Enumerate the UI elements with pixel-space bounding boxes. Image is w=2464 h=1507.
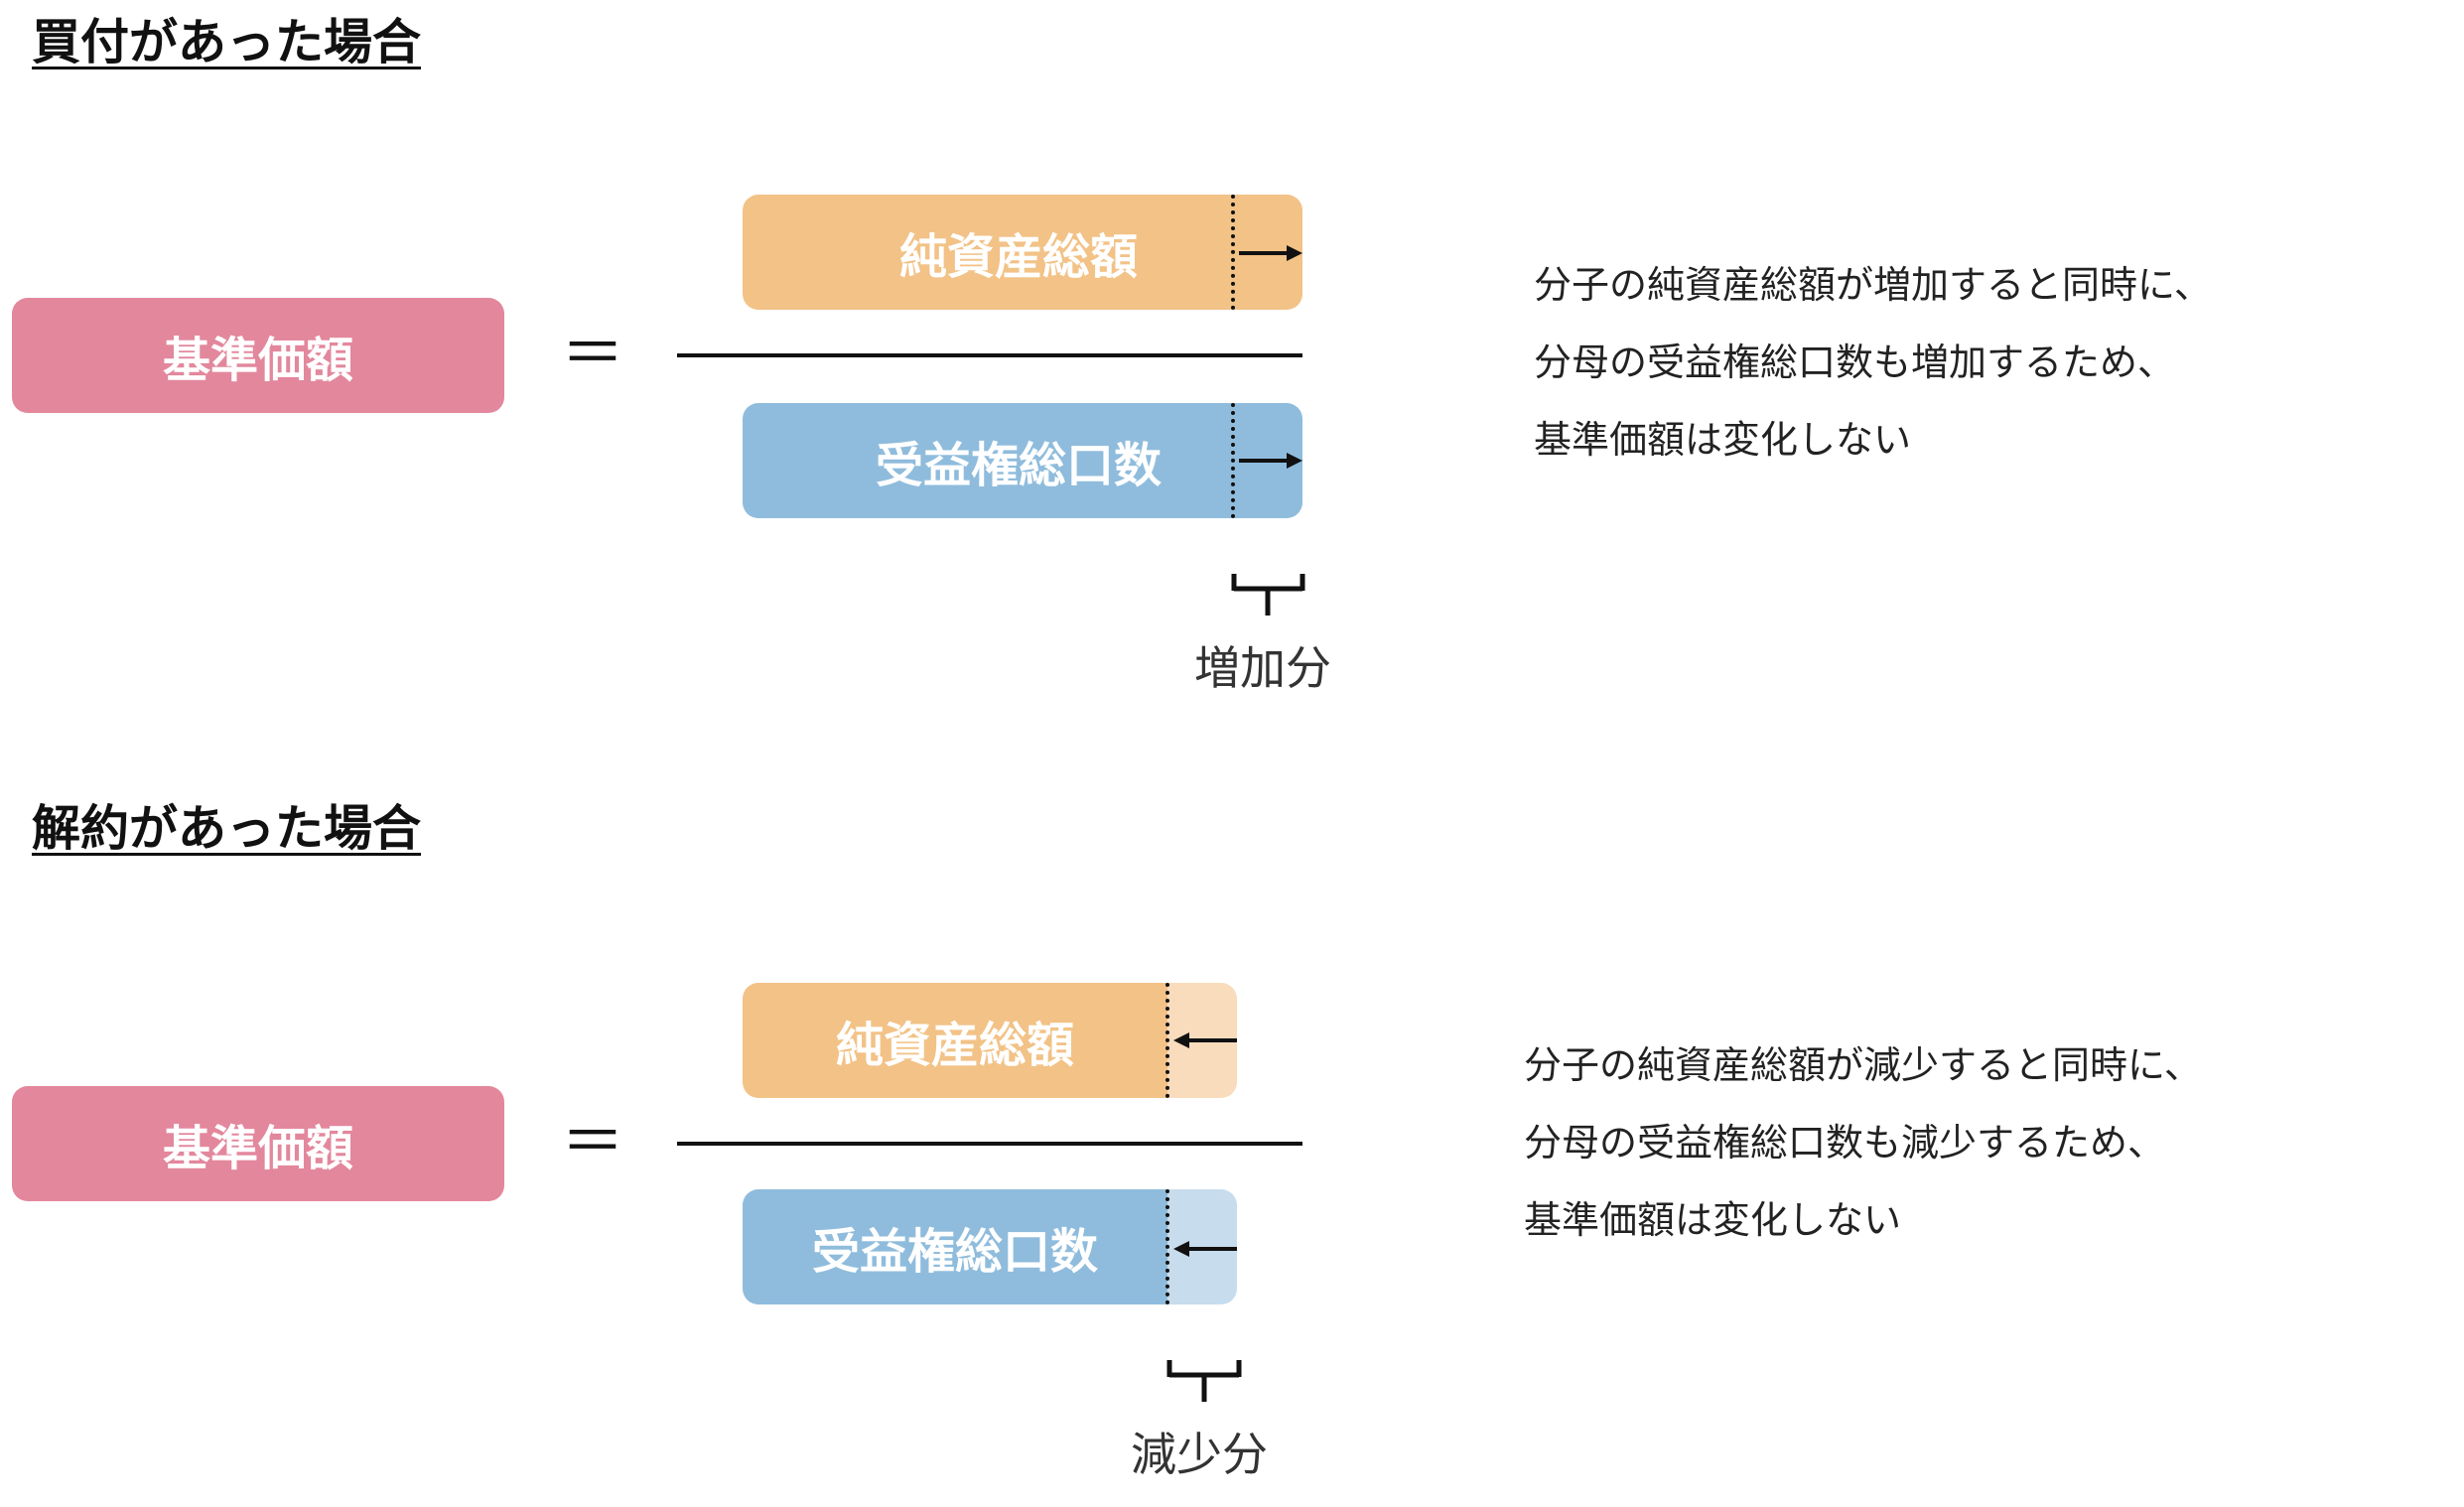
description-line: 基準価額は変化しない	[1524, 1198, 1902, 1242]
description-line: 分母の受益権総口数も増加するため、	[1534, 341, 2176, 384]
nav-box-purchase: 基準価額	[12, 298, 504, 413]
arrow-right-icon	[1239, 245, 1302, 261]
fraction-line	[677, 1142, 1302, 1146]
change-label-increase: 増加分	[1194, 641, 1331, 695]
dotted-divider	[1231, 403, 1235, 518]
denominator-label: 受益権総口数	[875, 438, 1162, 493]
numerator-label: 純資産総額	[898, 229, 1138, 285]
section-title-purchase: 買付があった場合	[32, 14, 422, 70]
description-redemption: 分子の純資産総額が減少すると同時に、 分母の受益権総口数も減少するため、 基準価…	[1524, 1027, 2202, 1259]
dotted-divider	[1165, 1189, 1169, 1304]
numerator-label: 純資産総額	[835, 1018, 1074, 1073]
numerator-box-net-assets: 純資産総額	[743, 983, 1167, 1098]
bracket-icon	[1231, 574, 1305, 616]
equals-sign: ＝	[561, 318, 624, 391]
arrow-left-icon	[1173, 1032, 1237, 1048]
denominator-label: 受益権総口数	[811, 1224, 1098, 1280]
arrow-left-icon	[1173, 1241, 1237, 1257]
fraction-line	[677, 353, 1302, 357]
bracket-icon	[1166, 1360, 1242, 1402]
arrow-right-icon	[1239, 453, 1302, 469]
change-label-decrease: 減少分	[1131, 1428, 1268, 1481]
equals-sign: ＝	[561, 1106, 624, 1179]
description-line: 分子の純資産総額が減少すると同時に、	[1524, 1043, 2202, 1087]
numerator-box-net-assets: 純資産総額	[743, 195, 1302, 310]
description-line: 分子の純資産総額が増加すると同時に、	[1534, 263, 2212, 307]
description-purchase: 分子の純資産総額が増加すると同時に、 分母の受益権総口数も増加するため、 基準価…	[1534, 246, 2212, 479]
denominator-box-units: 受益権総口数	[743, 1189, 1167, 1304]
nav-box-redemption: 基準価額	[12, 1086, 504, 1201]
description-line: 基準価額は変化しない	[1534, 418, 1912, 462]
denominator-box-units: 受益権総口数	[743, 403, 1302, 518]
nav-label: 基準価額	[162, 1121, 353, 1176]
section-title-redemption: 解約があった場合	[32, 800, 422, 857]
dotted-divider	[1165, 983, 1169, 1098]
description-line: 分母の受益権総口数も減少するため、	[1524, 1121, 2166, 1164]
dotted-divider	[1231, 195, 1235, 310]
nav-label: 基準価額	[162, 333, 353, 388]
